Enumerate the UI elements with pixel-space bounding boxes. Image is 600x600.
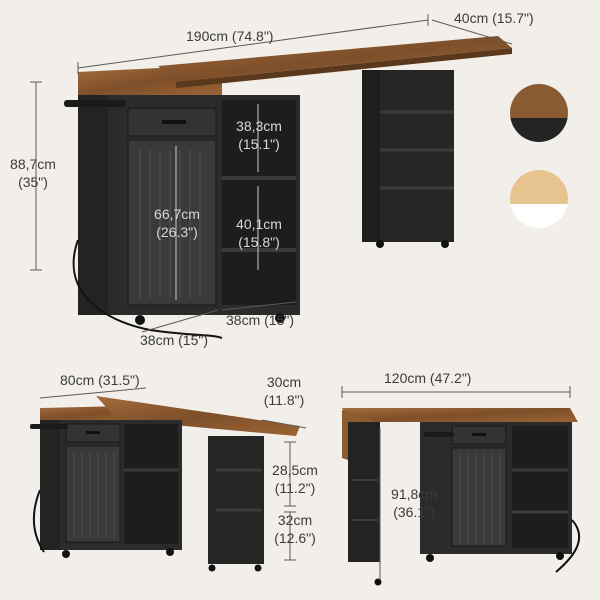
main-door-height-label: 66,7cm: [154, 206, 200, 222]
compact-leg-cabinet: [208, 436, 264, 564]
extended-dimension-lines: [341, 386, 571, 580]
main-long-top-edge: [176, 48, 512, 88]
compact-shelf-a-label: 28,5cm: [272, 462, 318, 478]
main-cabinet-side: [78, 95, 108, 315]
main-glass-door: [127, 139, 217, 306]
extended-top: [342, 408, 578, 422]
main-shelf-lower-in-label: (15.8"): [238, 234, 280, 250]
main-height-in-label: (35"): [18, 174, 48, 190]
swatch-natural-white-icon: [510, 170, 568, 228]
main-width-label: 190cm (74.8"): [186, 28, 274, 44]
main-open-shelves: [222, 100, 296, 305]
extended-side-rack: [348, 422, 380, 562]
main-door-ribs: [139, 150, 201, 298]
extended-width-label: 120cm (47.2"): [384, 370, 472, 386]
compact-dimension-lines: [39, 387, 307, 561]
main-shelf-upper-in-label: (15.1"): [238, 136, 280, 152]
main-shelf-upper-label: 38,3cm: [236, 118, 282, 134]
main-long-top: [158, 36, 512, 82]
compact-depth-in-label: (11.8"): [263, 392, 305, 408]
main-depth-label: 40cm (15.7"): [454, 10, 534, 26]
main-bottom-right-label: 38cm (15"): [226, 312, 294, 328]
extended-height-in-label: (36.1"): [393, 504, 435, 520]
compact-depth-label: 30cm: [266, 374, 302, 390]
main-bottom-left-label: 38cm (15"): [140, 332, 208, 348]
swatch-natural-white[interactable]: [510, 170, 568, 228]
compact-shelf-a-in-label: (11.2"): [274, 480, 316, 496]
main-door-height-in-label: (26.3"): [156, 224, 198, 240]
compact-shelf-b-label: 32cm: [277, 512, 313, 528]
compact-view-island: [30, 396, 300, 572]
main-towel-bar: [64, 100, 126, 107]
main-drawer-handle: [162, 120, 186, 124]
main-height-label: 88,7cm: [10, 156, 56, 172]
swatch-rustic-brown-icon: [510, 84, 568, 142]
main-shelf-lower-label: 40,1cm: [236, 216, 282, 232]
extended-view-island: [342, 408, 580, 586]
main-power-cord: [72, 239, 223, 339]
swatch-rustic-brown[interactable]: [510, 84, 568, 142]
main-view-island: [64, 36, 512, 339]
extended-height-label: 91,8cm: [391, 486, 437, 502]
compact-shelf-b-in-label: (12.6"): [274, 530, 316, 546]
main-dimension-lines: [30, 14, 513, 333]
compact-width-label: 80cm (31.5"): [60, 372, 140, 388]
compact-swivel-top: [96, 396, 300, 436]
